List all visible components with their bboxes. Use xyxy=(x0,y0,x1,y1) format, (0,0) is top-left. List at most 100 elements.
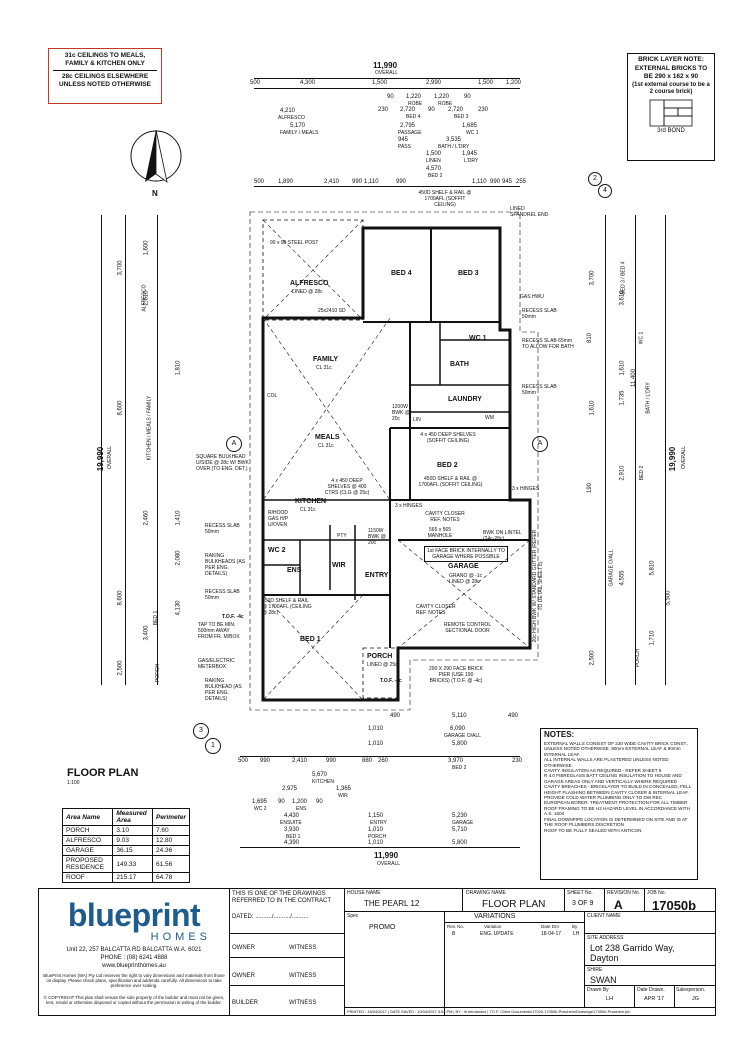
top-dim-linen: LINEN xyxy=(426,158,441,164)
revision-value: A xyxy=(614,898,623,912)
date-drawn-value: APR '17 xyxy=(644,996,665,1002)
top-dim-r3-2: 90 xyxy=(428,107,435,113)
top-dim-wc1: WC 1 xyxy=(466,130,479,136)
bot-dim-r4-5: 260 xyxy=(378,758,389,764)
var-header-variation: Variation xyxy=(484,924,502,929)
note-tap: TAP TO BE MIN. 500mm AWAY FROM FR. M/BOX xyxy=(198,622,240,640)
note-recess3: RECESS SLAB 50mm xyxy=(522,384,557,396)
top-dim-r9-7: 990 xyxy=(490,179,501,185)
spec-label: Spec xyxy=(347,913,359,919)
area-cell: 36.15 xyxy=(112,845,153,856)
contract-builder: BUILDER xyxy=(232,1000,259,1006)
company-copyright: © COPYRIGHT This plan shall remain the s… xyxy=(43,995,225,1005)
room-garage: GARAGE xyxy=(448,563,479,570)
top-dim-r9-0: 500 xyxy=(254,179,265,185)
room-bed3: BED 3 xyxy=(458,270,479,277)
note-meterbox: GAS/ELECTRIC METERBOX xyxy=(198,658,235,670)
top-dim-r1-0: 500 xyxy=(250,80,261,86)
bot-dim-r3-1: 5,800 xyxy=(452,741,468,747)
top-dim-r1-4: 1,500 xyxy=(478,80,494,86)
room-alfresco-sub: LINED @ 28c xyxy=(292,289,323,295)
variations-title: VARIATIONS xyxy=(474,913,516,920)
top-dim-r2-0: 90 xyxy=(387,94,394,100)
top-dim-r9-1: 1,890 xyxy=(278,179,294,185)
contract-owner2: OWNER xyxy=(232,973,255,979)
room-wc2: WC 2 xyxy=(268,547,286,554)
note-col: COL xyxy=(267,393,278,399)
brick-bond-diagram xyxy=(649,99,693,126)
top-dim-r7-0: 1,500 xyxy=(426,151,442,157)
bot-dim-r7-2: 90 xyxy=(278,799,285,805)
top-dim-ldry: L'DRY xyxy=(464,158,479,164)
ceiling-note-box: 31c CEILINGS TO MEALS, FAMILY & KITCHEN … xyxy=(48,48,162,104)
top-dimensions: 11,990 OVERALL 500 4,300 1,500 2,990 1,5… xyxy=(250,62,526,192)
top-dim-family-meals: FAMILY / MEALS xyxy=(280,130,319,136)
bot-dim-r4-7: 230 xyxy=(512,758,523,764)
note-recess5: RECESS SLAB 50mm xyxy=(205,589,240,601)
sheet-value: 3 OF 9 xyxy=(572,900,594,907)
top-dim-bath-ldry: BATH / L'DRY xyxy=(438,144,470,150)
company-section: blueprint HOMES Unit 22, 257 BALCATTA RD… xyxy=(39,889,230,1015)
top-dim-r5-0: 5,170 xyxy=(290,123,306,129)
area-cell: GARAGE xyxy=(61,845,114,856)
top-dim-r2-2: 1,220 xyxy=(434,94,450,100)
floor-plan-title: FLOOR PLAN xyxy=(67,767,139,779)
north-arrow-icon xyxy=(130,129,182,183)
top-dim-r1-1: 4,300 xyxy=(300,80,316,86)
top-dim-alfresco: ALFRESCO xyxy=(278,115,305,121)
area-cell: 9.03 xyxy=(112,835,153,846)
note-raking2: RAKING BULKHEAD (AS PER ENG. DETAILS) xyxy=(205,678,242,702)
room-wc1: WC 1 xyxy=(469,335,487,342)
overall-bottom-value: 11,990 xyxy=(374,851,399,860)
room-bed2: BED 2 xyxy=(437,462,458,469)
bot-dim-garage: GARAGE xyxy=(452,820,474,826)
drawing-name-label: DRAWING NAME xyxy=(466,890,506,896)
var-header-rev: Rev. No. xyxy=(447,924,465,929)
notes-list: EXTERNAL WALLS CONSIST OF 230 WIDE CAVIT… xyxy=(541,741,697,833)
room-kitchen-sub: CL 31c xyxy=(300,507,316,513)
top-dim-r9-4: 1,110 xyxy=(364,179,379,185)
company-logo: blueprint HOMES xyxy=(39,899,229,943)
top-dim-r1-5: 1,200 xyxy=(506,80,522,86)
bot-dim-r10-2: 5,800 xyxy=(452,840,468,846)
var-row-date: 18-04-17 xyxy=(541,931,562,937)
list-item: ALL INTERNAL WALLS ARE PLASTERED UNLESS … xyxy=(544,757,669,768)
note-steel-post: 90 x 90 STEEL POST xyxy=(270,240,319,246)
note-brick-pier: 290 X 290 FACE BRICK PIER (USE 190 BRICK… xyxy=(429,666,483,684)
note-manhole: 565 x 565 MANHOLE xyxy=(427,527,453,539)
section-marker-a-right: A xyxy=(532,436,548,452)
top-dim-passage: PASSAGE xyxy=(398,130,422,136)
job-value: 17050b xyxy=(652,898,697,913)
drawn-by-value: LH xyxy=(606,996,614,1002)
note-recess4: RECESS SLAB 50mm xyxy=(205,523,240,535)
top-dim-r3-1: 2,720 xyxy=(400,107,416,113)
room-wir: WIR xyxy=(332,562,346,569)
section-marker-a-left: A xyxy=(226,436,242,452)
section-marker-2: 2 xyxy=(588,172,602,186)
area-cell: 61.56 xyxy=(151,855,191,873)
company-disclaimer: BluePrint Homes (WA) Pty Ltd reserves th… xyxy=(43,973,225,988)
contract-section: THIS IS ONE OF THE DRAWINGS REFERRED TO … xyxy=(229,889,345,1015)
top-dim-r2-3: 90 xyxy=(464,94,471,100)
room-bed1: BED 1 xyxy=(300,636,321,643)
top-dim-r5-4: 1,685 xyxy=(462,123,478,129)
bot-dim-r4-0: 500 xyxy=(238,758,249,764)
note-bwk: 1150W BWK @ 20c xyxy=(368,528,386,546)
company-web[interactable]: www.blueprinthomes.au xyxy=(102,963,166,969)
bot-dim-r3-0: 1,010 xyxy=(368,741,384,747)
bot-dim-r7-0: 1,695 xyxy=(252,799,268,805)
area-header-perimeter: Perimeter xyxy=(151,808,191,826)
list-item: EXTERNAL WALLS CONSIST OF 230 WIDE CAVIT… xyxy=(544,741,689,757)
room-garage-sub2: LINED @ 28c xyxy=(449,579,480,585)
note-cavity1: CAVITY CLOSER REF. NOTES xyxy=(425,511,465,523)
room-meals: MEALS xyxy=(315,434,340,441)
bot-dim-r7-3: 1,200 xyxy=(292,799,308,805)
top-dim-r1-3: 2,990 xyxy=(426,80,442,86)
var-header-date: Date Drn xyxy=(541,924,560,929)
room-garage-sub: GRANO @ -1c xyxy=(449,573,483,579)
area-cell: ALFRESCO xyxy=(61,835,114,846)
